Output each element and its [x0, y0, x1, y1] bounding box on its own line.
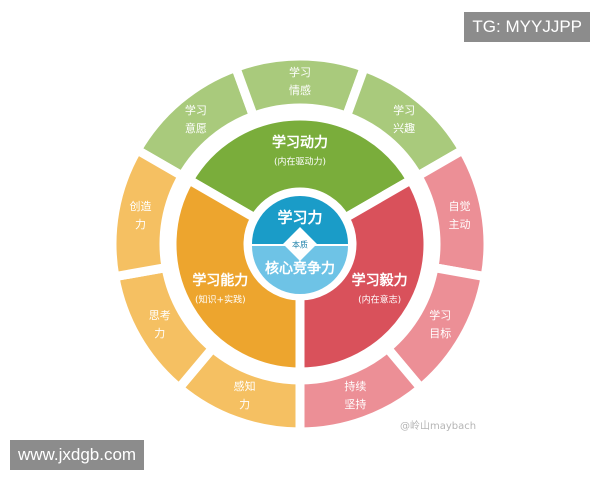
sector-subtitle: (内在意志)	[358, 294, 401, 306]
outer-label: 意愿	[185, 121, 207, 135]
outer-label: 力	[154, 327, 165, 340]
center-diamond-label: 本质	[292, 240, 308, 250]
outer-label: 创造	[129, 199, 151, 213]
watermark-top: TG: MYYJJPP	[464, 12, 590, 42]
outer-label: 坚持	[344, 397, 366, 411]
outer-label: 力	[135, 218, 146, 231]
sector-subtitle: (内在驱动力)	[274, 156, 326, 168]
center-bottom	[252, 246, 348, 294]
watermark-bottom: www.jxdgb.com	[10, 440, 145, 470]
outer-segment	[107, 143, 189, 282]
outer-label: 学习	[185, 103, 207, 117]
sector-title: 学习能力	[192, 272, 248, 289]
outer-label: 力	[239, 398, 250, 411]
outer-label: 学习	[289, 65, 311, 79]
outer-label: 学习	[429, 308, 451, 322]
outer-label: 主动	[449, 218, 471, 231]
outer-label: 思考	[149, 309, 171, 322]
sector-title: 学习动力	[272, 134, 328, 151]
outer-label: 兴趣	[393, 121, 415, 135]
watermark-credit: @岭山maybach	[400, 421, 477, 432]
sector-subtitle: (知识+实践)	[195, 294, 246, 306]
outer-label: 持续	[344, 379, 366, 393]
outer-label: 学习	[393, 103, 415, 117]
sector-title: 学习毅力	[352, 272, 408, 289]
center-top	[252, 196, 348, 244]
center-diamond	[283, 227, 317, 261]
outer-label: 目标	[429, 326, 451, 340]
center-top-label: 学习力	[277, 209, 322, 227]
outer-label: 情感	[289, 84, 311, 97]
outer-label: 感知	[234, 379, 256, 393]
center-bottom-label: 核心竞争力	[265, 260, 335, 277]
outer-label: 自觉	[449, 200, 471, 213]
